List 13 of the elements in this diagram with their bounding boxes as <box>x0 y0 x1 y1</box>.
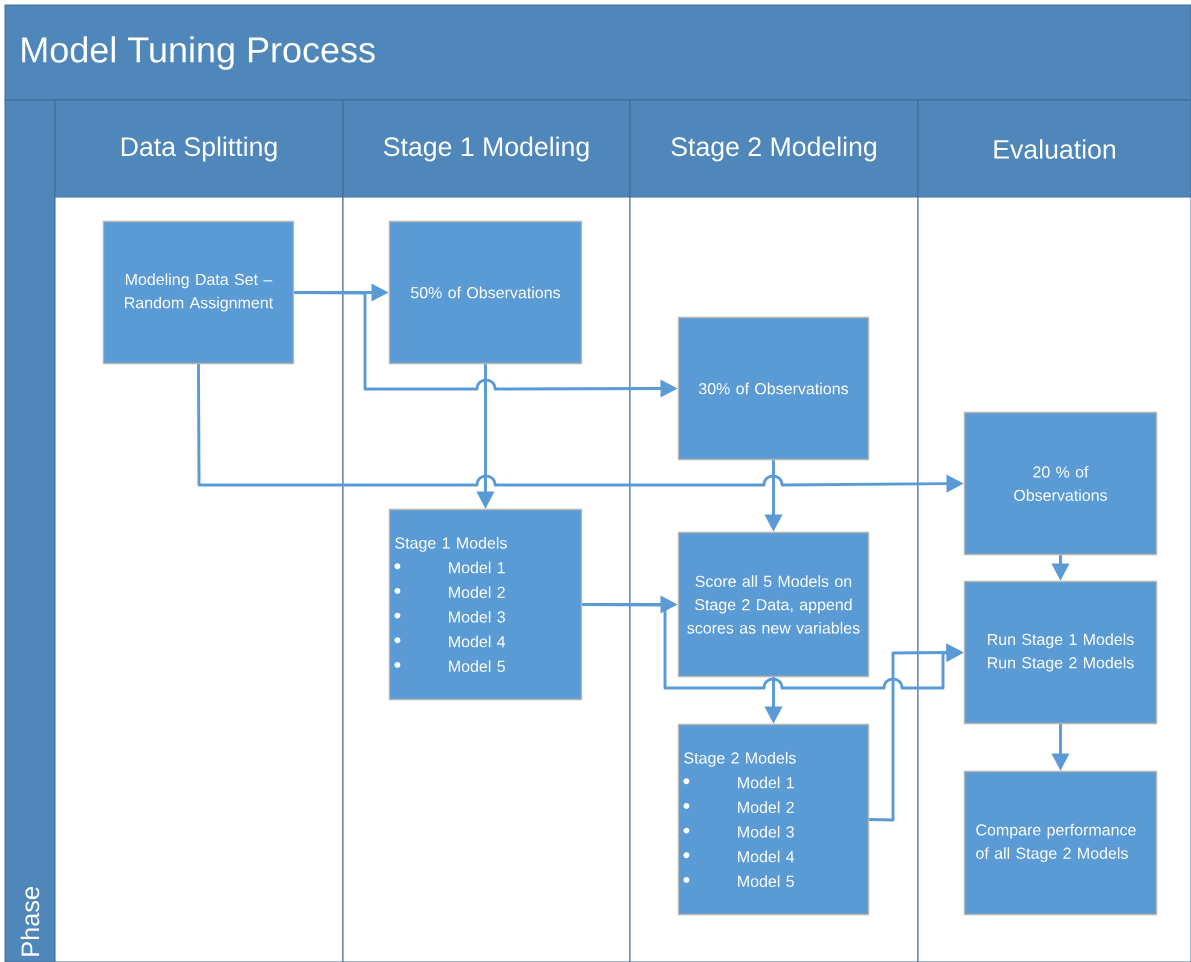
process-box: 50% of Observations <box>388 220 583 365</box>
process-box: Compare performance of all Stage 2 Models <box>963 770 1158 916</box>
process-box: Stage 1 Models Model 1 Model 2 Model 3 Model 4 Model 5 <box>388 508 583 701</box>
process-box: 20 % of Observations <box>963 411 1158 556</box>
process-box: 30% of Observations <box>677 316 870 461</box>
node-label: Data Splitting <box>121 136 277 162</box>
process-box: Stage 2 Models Model 1 Model 2 Model 3 Model 4 Model 5 <box>677 723 870 916</box>
node-label: Stage 2 Modeling <box>671 136 877 162</box>
node-label: Stage 1 Modeling <box>383 136 589 162</box>
process-box: Modeling Data Set – Random Assignment <box>102 220 295 365</box>
process-box: Score all 5 Models on Stage 2 Data, append scores as new variables <box>677 531 870 678</box>
process-box: Run Stage 1 Models Run Stage 2 Models <box>963 580 1158 725</box>
phase-band: Phase <box>4 99 56 962</box>
